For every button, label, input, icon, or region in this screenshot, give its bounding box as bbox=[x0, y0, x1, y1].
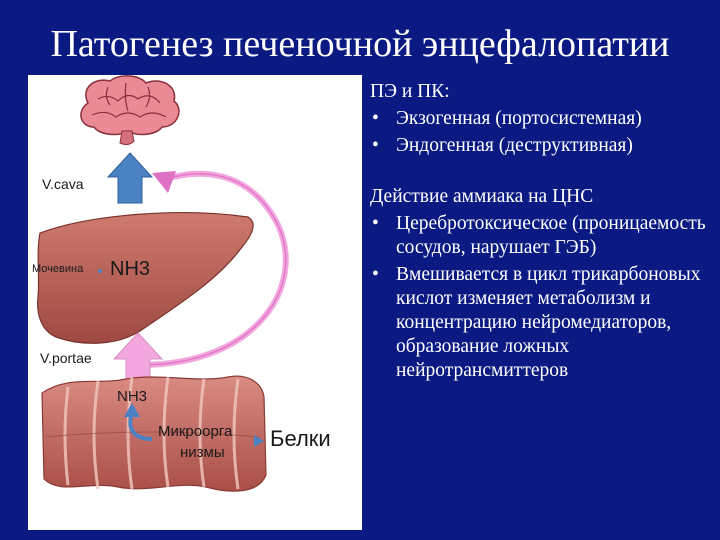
slide-title: Патогенез печеночной энцефалопатии bbox=[50, 23, 670, 65]
bullet-icon: • bbox=[372, 213, 379, 234]
list-item: •Вмешивается в цикл трикарбоновых кислот… bbox=[372, 264, 701, 381]
pathogenesis-figure: V.cava Мочевина NH3 V.portae NH3 Микроор… bbox=[28, 75, 362, 530]
brain-icon bbox=[80, 75, 180, 146]
urea-label: Мочевина bbox=[32, 263, 84, 275]
microorganisms-label-line1: Микроорга bbox=[158, 423, 233, 440]
urea-marker bbox=[98, 269, 102, 273]
microorganisms-label-line2: низмы bbox=[180, 444, 225, 461]
nh3-gut-label: NH3 bbox=[117, 388, 148, 405]
protein-pointer bbox=[254, 435, 264, 447]
v-cava-arrow bbox=[106, 152, 154, 204]
proteins-label: Белки bbox=[270, 426, 331, 451]
nh3-liver-label: NH3 bbox=[110, 258, 151, 280]
text-column: ПЭ и ПК: •Экзогенная (портосистемная) •Э… bbox=[370, 80, 718, 386]
list-item: •Эндогенная (деструктивная) bbox=[372, 135, 633, 156]
list-item: •Экзогенная (портосистемная) bbox=[372, 108, 642, 129]
bullet-icon: • bbox=[372, 264, 379, 285]
v-portae-label: V.portae bbox=[40, 350, 92, 366]
liver-icon bbox=[37, 212, 254, 344]
list-item: •Церебротоксическое (проницаемость сосуд… bbox=[372, 213, 706, 258]
return-arrow bbox=[139, 170, 289, 368]
intestine-icon bbox=[41, 375, 267, 492]
section2-list: •Церебротоксическое (проницаемость сосуд… bbox=[370, 212, 718, 383]
bullet-icon: • bbox=[372, 135, 379, 156]
section2-heading: Действие аммиака на ЦНС bbox=[370, 186, 594, 207]
section1-list: •Экзогенная (портосистемная) •Эндогенная… bbox=[370, 107, 718, 158]
section1-heading: ПЭ и ПК: bbox=[370, 81, 450, 102]
figure-drawing bbox=[37, 75, 289, 492]
v-cava-label: V.cava bbox=[42, 176, 84, 192]
bullet-icon: • bbox=[372, 108, 379, 129]
